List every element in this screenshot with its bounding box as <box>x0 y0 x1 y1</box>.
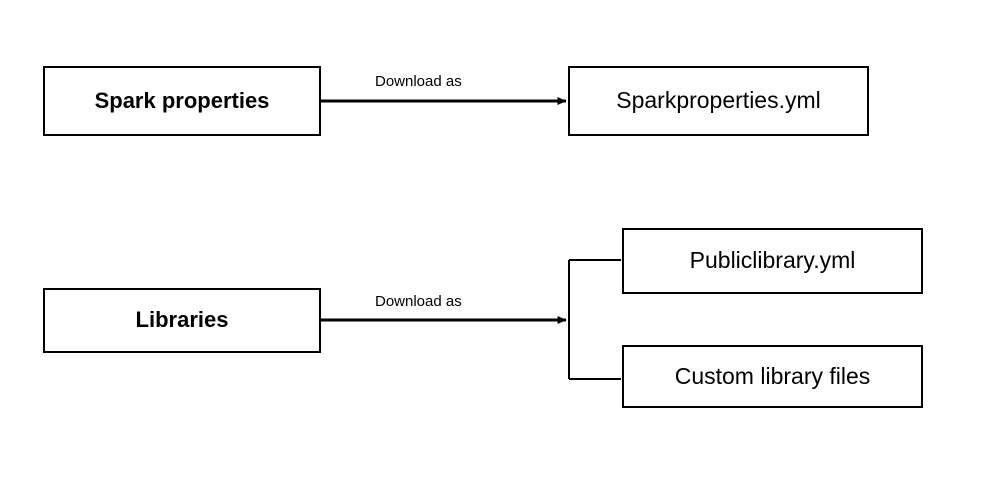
node-publiclibrary-yml[interactable]: Publiclibrary.yml <box>622 228 923 294</box>
node-label-sparkproperties-yml: Sparkproperties.yml <box>616 87 821 114</box>
edge-label-download-as-libraries: Download as <box>375 294 462 309</box>
node-label-spark-properties: Spark properties <box>94 87 270 113</box>
node-label-publiclibrary-yml: Publiclibrary.yml <box>689 247 856 274</box>
node-spark-properties[interactable]: Spark properties <box>43 66 321 136</box>
bracket-libraries <box>568 259 621 380</box>
node-label-libraries: Libraries <box>135 307 229 333</box>
node-custom-library-files[interactable]: Custom library files <box>622 345 923 408</box>
edge-label-text: Download as <box>375 73 462 90</box>
node-label-custom-library-files: Custom library files <box>674 362 871 389</box>
node-libraries[interactable]: Libraries <box>43 288 321 353</box>
node-sparkproperties-yml[interactable]: Sparkproperties.yml <box>568 66 869 136</box>
edge-label-download-as-spark: Download as <box>375 74 462 89</box>
edge-label-text: Download as <box>375 293 462 310</box>
